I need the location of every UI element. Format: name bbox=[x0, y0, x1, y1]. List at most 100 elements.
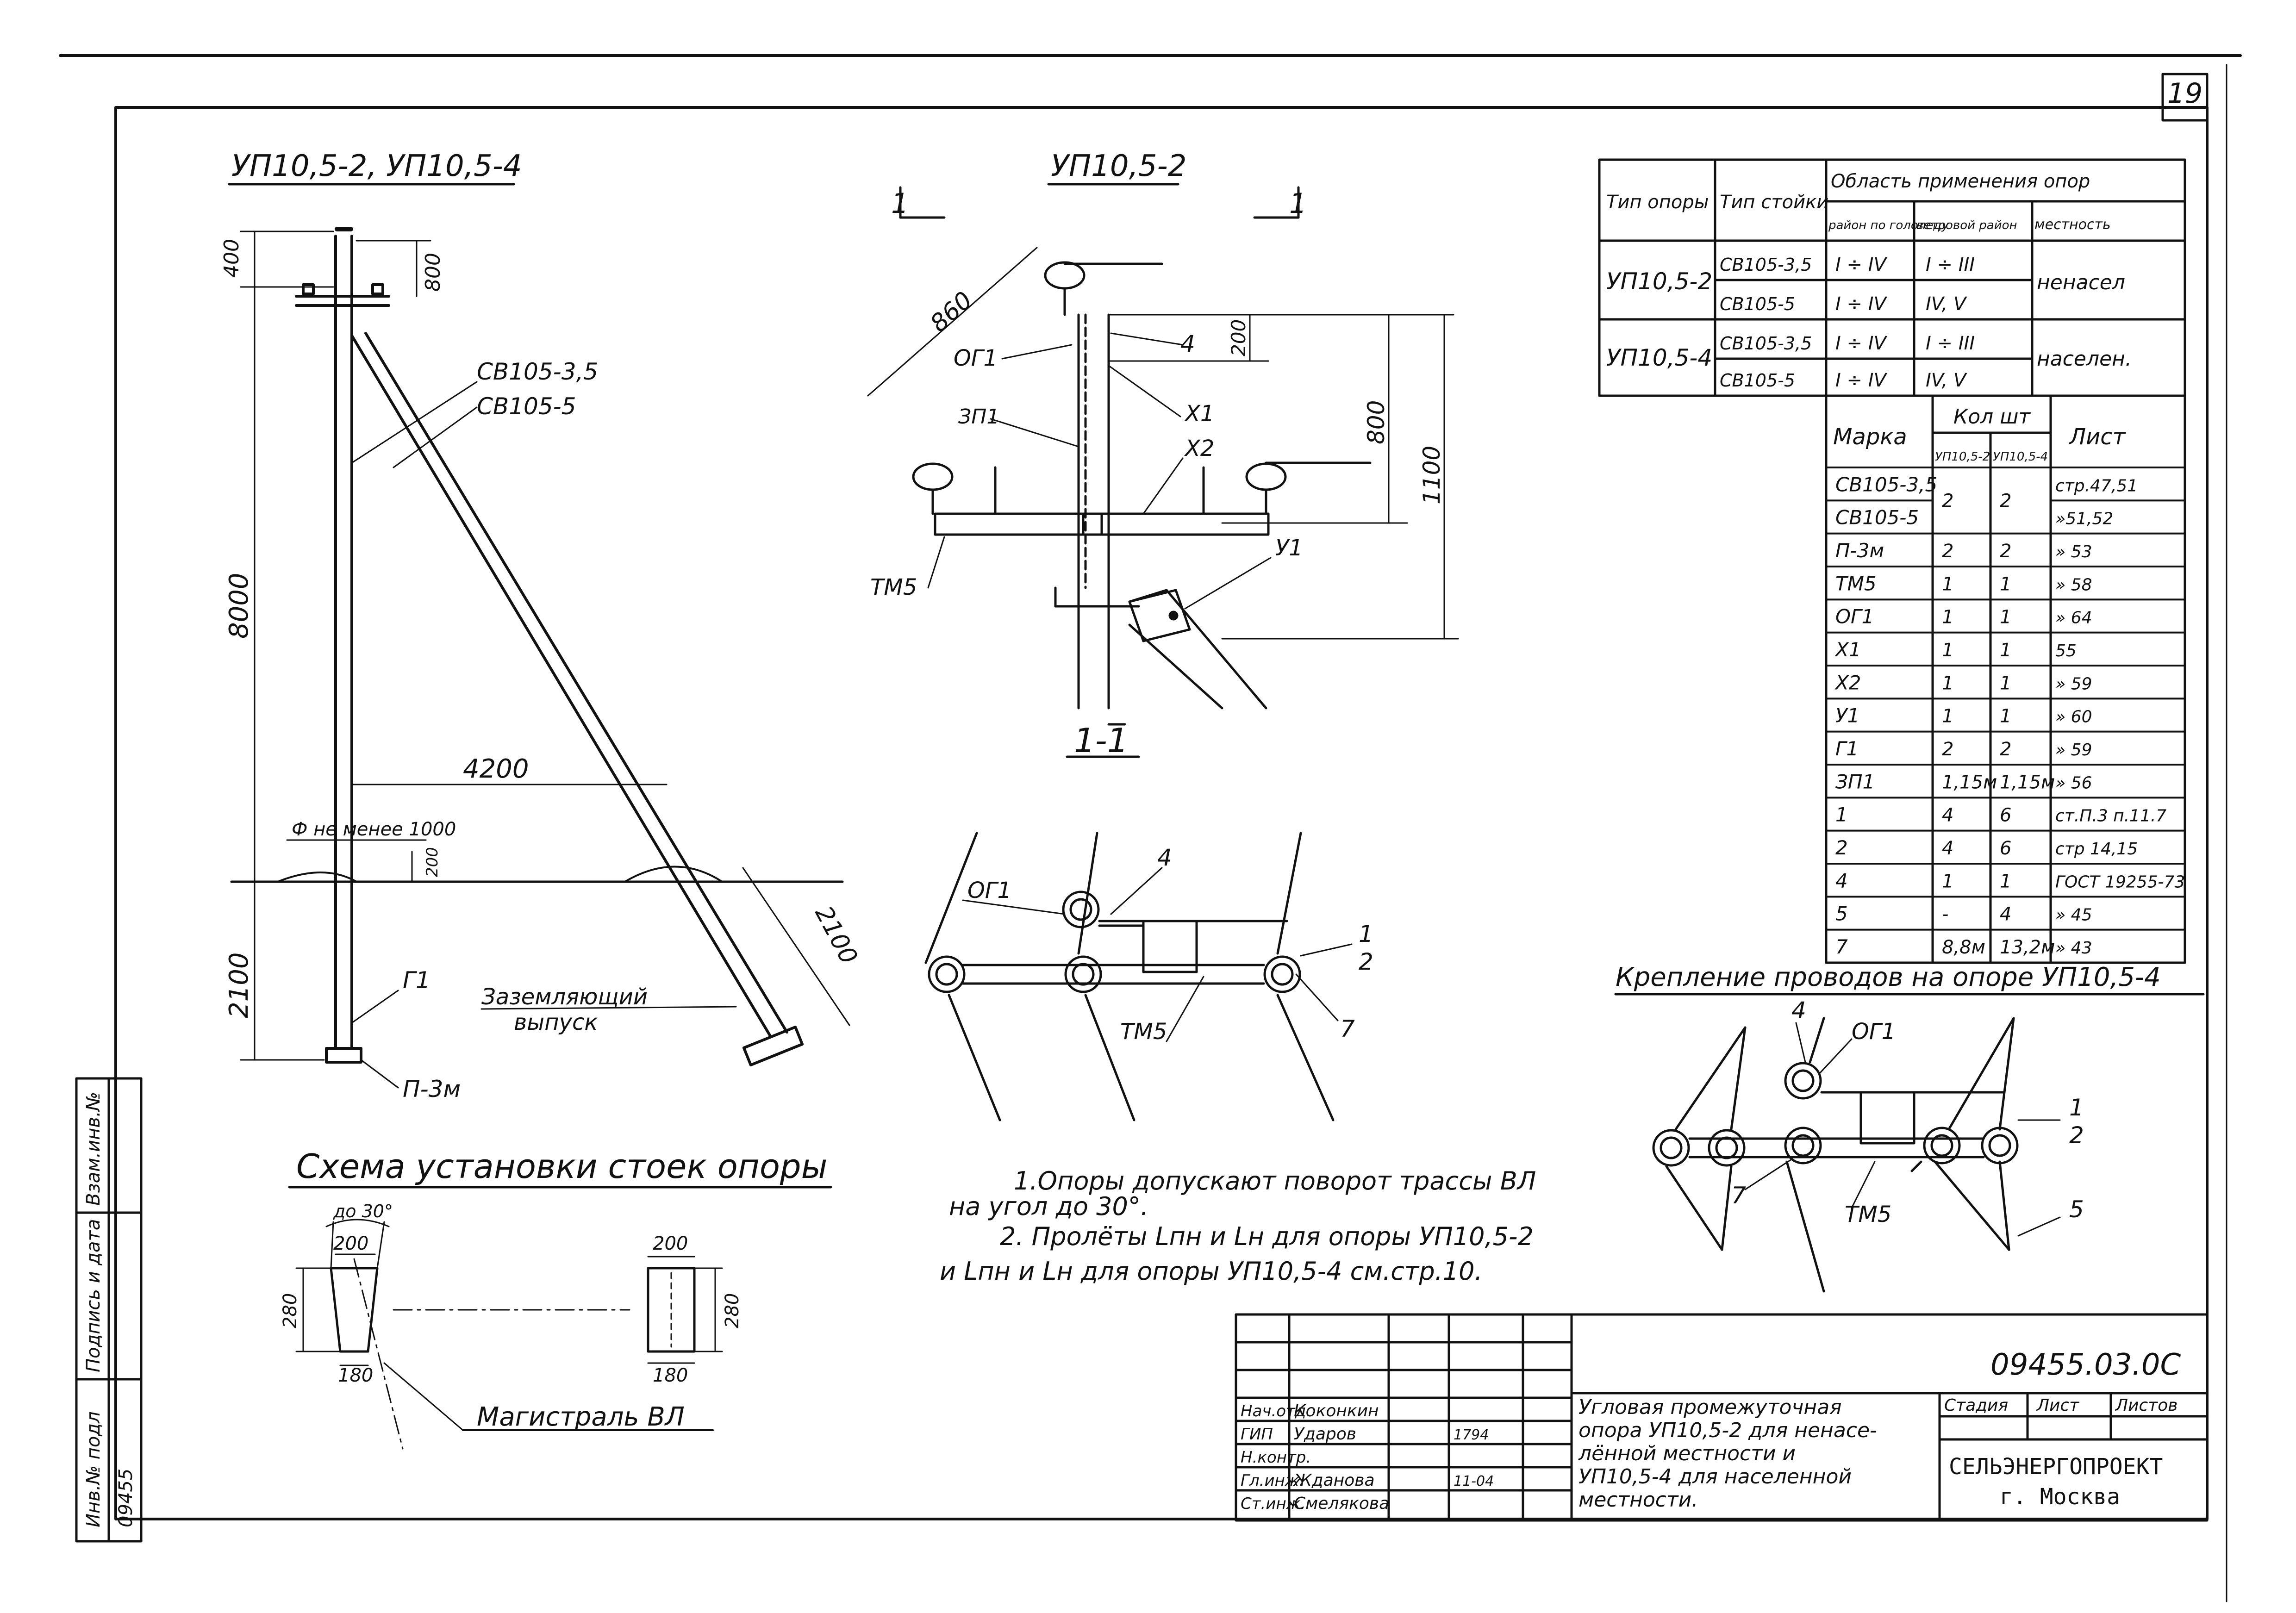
plan-tm5: ТМ5 bbox=[1120, 1019, 1167, 1045]
part-mark: У1 bbox=[1835, 704, 1859, 727]
dim-860: 860 bbox=[925, 286, 978, 338]
dim-ground: 2100 bbox=[224, 952, 254, 1018]
tb-desc-1: Угловая промежуточная bbox=[1578, 1395, 1842, 1419]
dim-spread: 4200 bbox=[463, 754, 529, 784]
tb-role: ГИП bbox=[1241, 1425, 1273, 1444]
part-mark: СВ105-5 bbox=[1835, 506, 1919, 529]
part-qty-1: 1 bbox=[1942, 706, 1953, 727]
install-d200b: 200 bbox=[653, 1233, 688, 1254]
strut-label-2: СВ105-5 bbox=[477, 393, 576, 420]
tb-h-sheet: Лист bbox=[2036, 1396, 2079, 1415]
note-line-3: 2. Пролёты Lпн и Lн для опоры УП10,5-2 bbox=[1000, 1222, 1534, 1251]
mount-tm5: ТМ5 bbox=[1845, 1202, 1891, 1227]
tb-role: Нач.отд bbox=[1241, 1402, 1306, 1420]
main-elevation: УП10,5-2, УП10,5-4 bbox=[220, 149, 863, 1102]
plan-n1: 1 bbox=[1359, 921, 1373, 947]
tb-name: Коконкин bbox=[1294, 1401, 1379, 1420]
install-mainline: Магистраль ВЛ bbox=[477, 1402, 685, 1432]
tb-name: Смелякова bbox=[1294, 1494, 1389, 1513]
parts-h-mark: Марка bbox=[1833, 424, 1907, 450]
detail-title: УП10,5-2 bbox=[1051, 149, 1186, 183]
part-sheet: » 45 bbox=[2055, 906, 2092, 925]
apply-h-wind: ветровой район bbox=[1916, 218, 2017, 232]
phi-label: Ф не менее 1000 bbox=[292, 819, 456, 840]
part-qty-1: - bbox=[1942, 904, 1948, 925]
detail-section: 1-1 bbox=[1074, 721, 1129, 760]
part-qty-1: 1 bbox=[1942, 673, 1953, 694]
part-mark: ТМ5 bbox=[1835, 572, 1877, 595]
dim-arm: 800 bbox=[421, 253, 445, 292]
apply-h-area: Область применения опор bbox=[1831, 171, 2090, 192]
apply-h-type: Тип опоры bbox=[1606, 192, 1709, 213]
apply-rack-1b: СВ105-5 bbox=[1720, 294, 1795, 314]
part-sheet: » 58 bbox=[2055, 575, 2092, 594]
part-qty-1: 4 bbox=[1942, 805, 1953, 826]
detail-zp1: ЗП1 bbox=[958, 405, 999, 429]
part-qty-2: 4 bbox=[2000, 904, 2011, 925]
part-qty-1: 1 bbox=[1942, 573, 1953, 595]
part-sheet: »51,52 bbox=[2055, 510, 2113, 529]
part-qty-2: 6 bbox=[2000, 838, 2011, 859]
mount-n5: 5 bbox=[2069, 1196, 2084, 1223]
main-title: УП10,5-2, УП10,5-4 bbox=[231, 149, 522, 183]
apply-type-2: УП10,5-4 bbox=[1606, 344, 1712, 371]
plan-n7: 7 bbox=[1340, 1015, 1355, 1042]
part-mark: ЗП1 bbox=[1835, 770, 1875, 793]
stamp-sign: Подпись и дата bbox=[83, 1219, 104, 1372]
apply-ice-1a: I ÷ IV bbox=[1835, 254, 1888, 275]
part-mark: 7 bbox=[1835, 935, 1848, 958]
tb-name: Ударов bbox=[1294, 1425, 1356, 1444]
detail-x2: Х2 bbox=[1184, 436, 1214, 461]
install-d200a: 200 bbox=[333, 1233, 368, 1254]
part-sheet: 55 bbox=[2055, 641, 2077, 660]
tb-desc-2: опора УП10,5-2 для ненасе- bbox=[1578, 1419, 1877, 1442]
apply-loc-1: ненасел bbox=[2037, 271, 2125, 294]
part-sheet: » 64 bbox=[2055, 609, 2092, 628]
application-table: Тип опоры Тип стойки Область применения … bbox=[1598, 158, 2186, 397]
parts-h-qty: Кол шт bbox=[1953, 405, 2031, 429]
stamp-number: 09455 bbox=[115, 1469, 137, 1527]
parts-table: Марка Кол шт УП10,5-2 УП10,5-4 Лист СВ10… bbox=[1825, 394, 2186, 964]
part-qty-1: 2 bbox=[1942, 739, 1953, 760]
install-d180a: 180 bbox=[338, 1365, 373, 1386]
ground-outlet-1: Заземляющий bbox=[481, 984, 648, 1010]
part-mark: СВ105-3,5 bbox=[1835, 473, 1937, 496]
part-qty-1: 8,8м bbox=[1942, 937, 1985, 958]
note-line-2: на угол до 30°. bbox=[949, 1192, 1148, 1221]
label-g1: Г1 bbox=[403, 967, 430, 994]
tb-date: 11-04 bbox=[1454, 1473, 1494, 1489]
apply-loc-2: населен. bbox=[2037, 347, 2132, 371]
stamp-inv: Инв.№ подл bbox=[83, 1411, 104, 1527]
apply-wind-1b: IV, V bbox=[1926, 293, 1967, 315]
apply-h-ice: район по гололеду bbox=[1828, 218, 1949, 232]
detail-tm5: ТМ5 bbox=[870, 574, 917, 600]
detail-view: УП10,5-2 1 1 bbox=[867, 149, 1459, 760]
part-qty-1: 1 bbox=[1942, 640, 1953, 661]
part-qty-2: 1 bbox=[2000, 640, 2011, 661]
tb-desc-3: лённой местности и bbox=[1578, 1442, 1796, 1465]
mount-n7: 7 bbox=[1731, 1182, 1746, 1209]
part-qty-2: 1,15м bbox=[2000, 772, 2055, 793]
part-qty-2: 2 bbox=[2000, 739, 2011, 760]
part-mark: П-3м bbox=[1835, 539, 1884, 562]
part-sheet: ст.П.3 п.11.7 bbox=[2055, 807, 2166, 826]
tb-role: Гл.инж. bbox=[1241, 1471, 1304, 1490]
part-qty-1: 2 bbox=[1942, 541, 1953, 562]
doc-code: 09455.03.0С bbox=[1990, 1348, 2181, 1382]
dim-small: 200 bbox=[423, 847, 442, 877]
label-p3m: П-3м bbox=[403, 1076, 461, 1102]
install-angle: до 30° bbox=[333, 1201, 393, 1221]
part-sheet: стр.47,51 bbox=[2055, 476, 2138, 495]
tb-city: г. Москва bbox=[2000, 1484, 2120, 1510]
mount-n2: 2 bbox=[2069, 1122, 2084, 1149]
apply-ice-2a: I ÷ IV bbox=[1835, 333, 1888, 354]
mount-view: Крепление проводов на опоре УП10,5-4 bbox=[1614, 962, 2205, 1293]
install-d280b: 280 bbox=[722, 1293, 743, 1328]
part-mark: Г1 bbox=[1835, 737, 1859, 760]
apply-rack-2a: СВ105-3,5 bbox=[1720, 333, 1812, 354]
dim-height: 8000 bbox=[224, 573, 254, 639]
part-qty-1: 1 bbox=[1942, 607, 1953, 628]
tb-date: 1794 bbox=[1454, 1427, 1489, 1443]
